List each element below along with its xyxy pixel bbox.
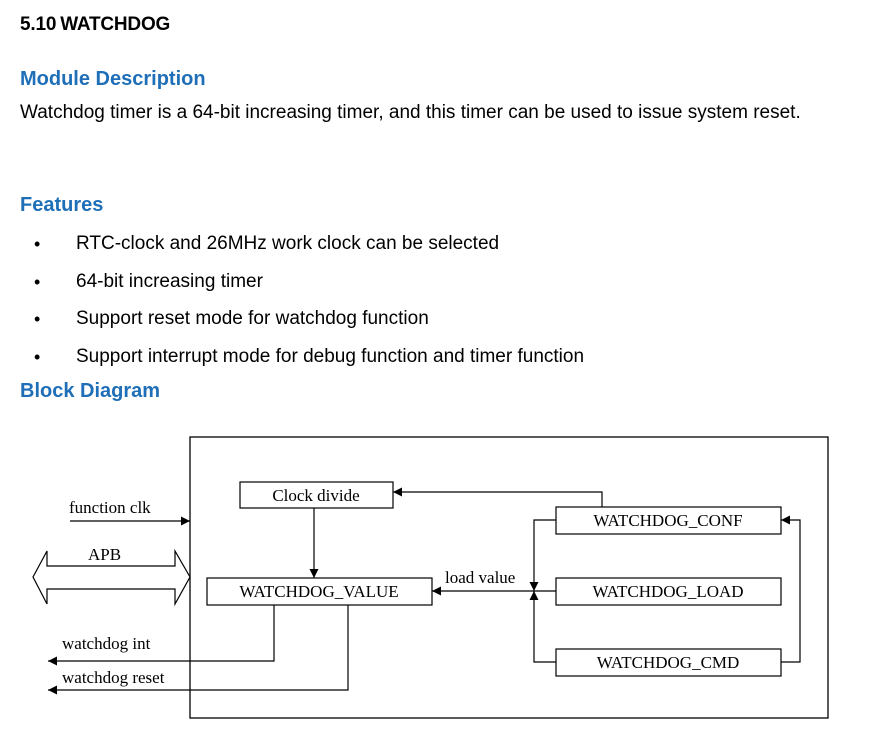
apb-bus-arrow bbox=[32, 548, 191, 607]
watchdog-reset-arrow bbox=[48, 605, 349, 695]
module-description-heading: Module Description bbox=[20, 68, 206, 90]
watchdog-int-arrow bbox=[48, 605, 275, 666]
features-heading: Features bbox=[20, 194, 104, 216]
section-number: 5.10 bbox=[20, 14, 57, 35]
module-description-text: Watchdog timer is a 64-bit increasing ti… bbox=[20, 102, 801, 123]
bullet-icon: • bbox=[34, 309, 41, 329]
watchdog-int-label: watchdog int bbox=[62, 634, 151, 653]
watchdog-load-label: WATCHDOG_LOAD bbox=[592, 582, 743, 601]
feature-text: 64-bit increasing timer bbox=[76, 270, 263, 292]
feature-text: Support interrupt mode for debug functio… bbox=[76, 345, 585, 367]
feature-text: RTC-clock and 26MHz work clock can be se… bbox=[76, 233, 500, 254]
watchdog-cmd-label: WATCHDOG_CMD bbox=[597, 653, 740, 672]
block-diagram-heading: Block Diagram bbox=[20, 380, 161, 402]
watchdog-reset-label: watchdog reset bbox=[62, 668, 165, 687]
bullet-icon: • bbox=[34, 346, 41, 367]
bullet-icon: • bbox=[34, 234, 41, 254]
apb-label: APB bbox=[88, 545, 121, 564]
function-clk-label: function clk bbox=[69, 498, 151, 517]
watchdog-value-block: WATCHDOG_VALUE bbox=[206, 577, 433, 606]
cmd-to-junction-arrow bbox=[529, 591, 556, 663]
clock-divide-block: Clock divide bbox=[239, 481, 394, 509]
watchdog-conf-label: WATCHDOG_CONF bbox=[593, 511, 742, 530]
conf-to-clock-arrow bbox=[393, 487, 603, 507]
watchdog-cmd-block: WATCHDOG_CMD bbox=[555, 648, 782, 677]
load-value-label: load value bbox=[445, 568, 515, 587]
watchdog-conf-block: WATCHDOG_CONF bbox=[555, 506, 782, 535]
clock-divide-label: Clock divide bbox=[272, 486, 359, 505]
feature-text: Support reset mode for watchdog function bbox=[76, 308, 429, 329]
watchdog-load-block: WATCHDOG_LOAD bbox=[555, 577, 782, 606]
section-title-text: WATCHDOG bbox=[60, 14, 171, 35]
bullet-icon: • bbox=[34, 271, 41, 292]
conf-to-junction-arrow bbox=[529, 519, 556, 591]
watchdog-value-label: WATCHDOG_VALUE bbox=[239, 582, 398, 601]
cmd-to-conf-arrow bbox=[781, 515, 801, 663]
